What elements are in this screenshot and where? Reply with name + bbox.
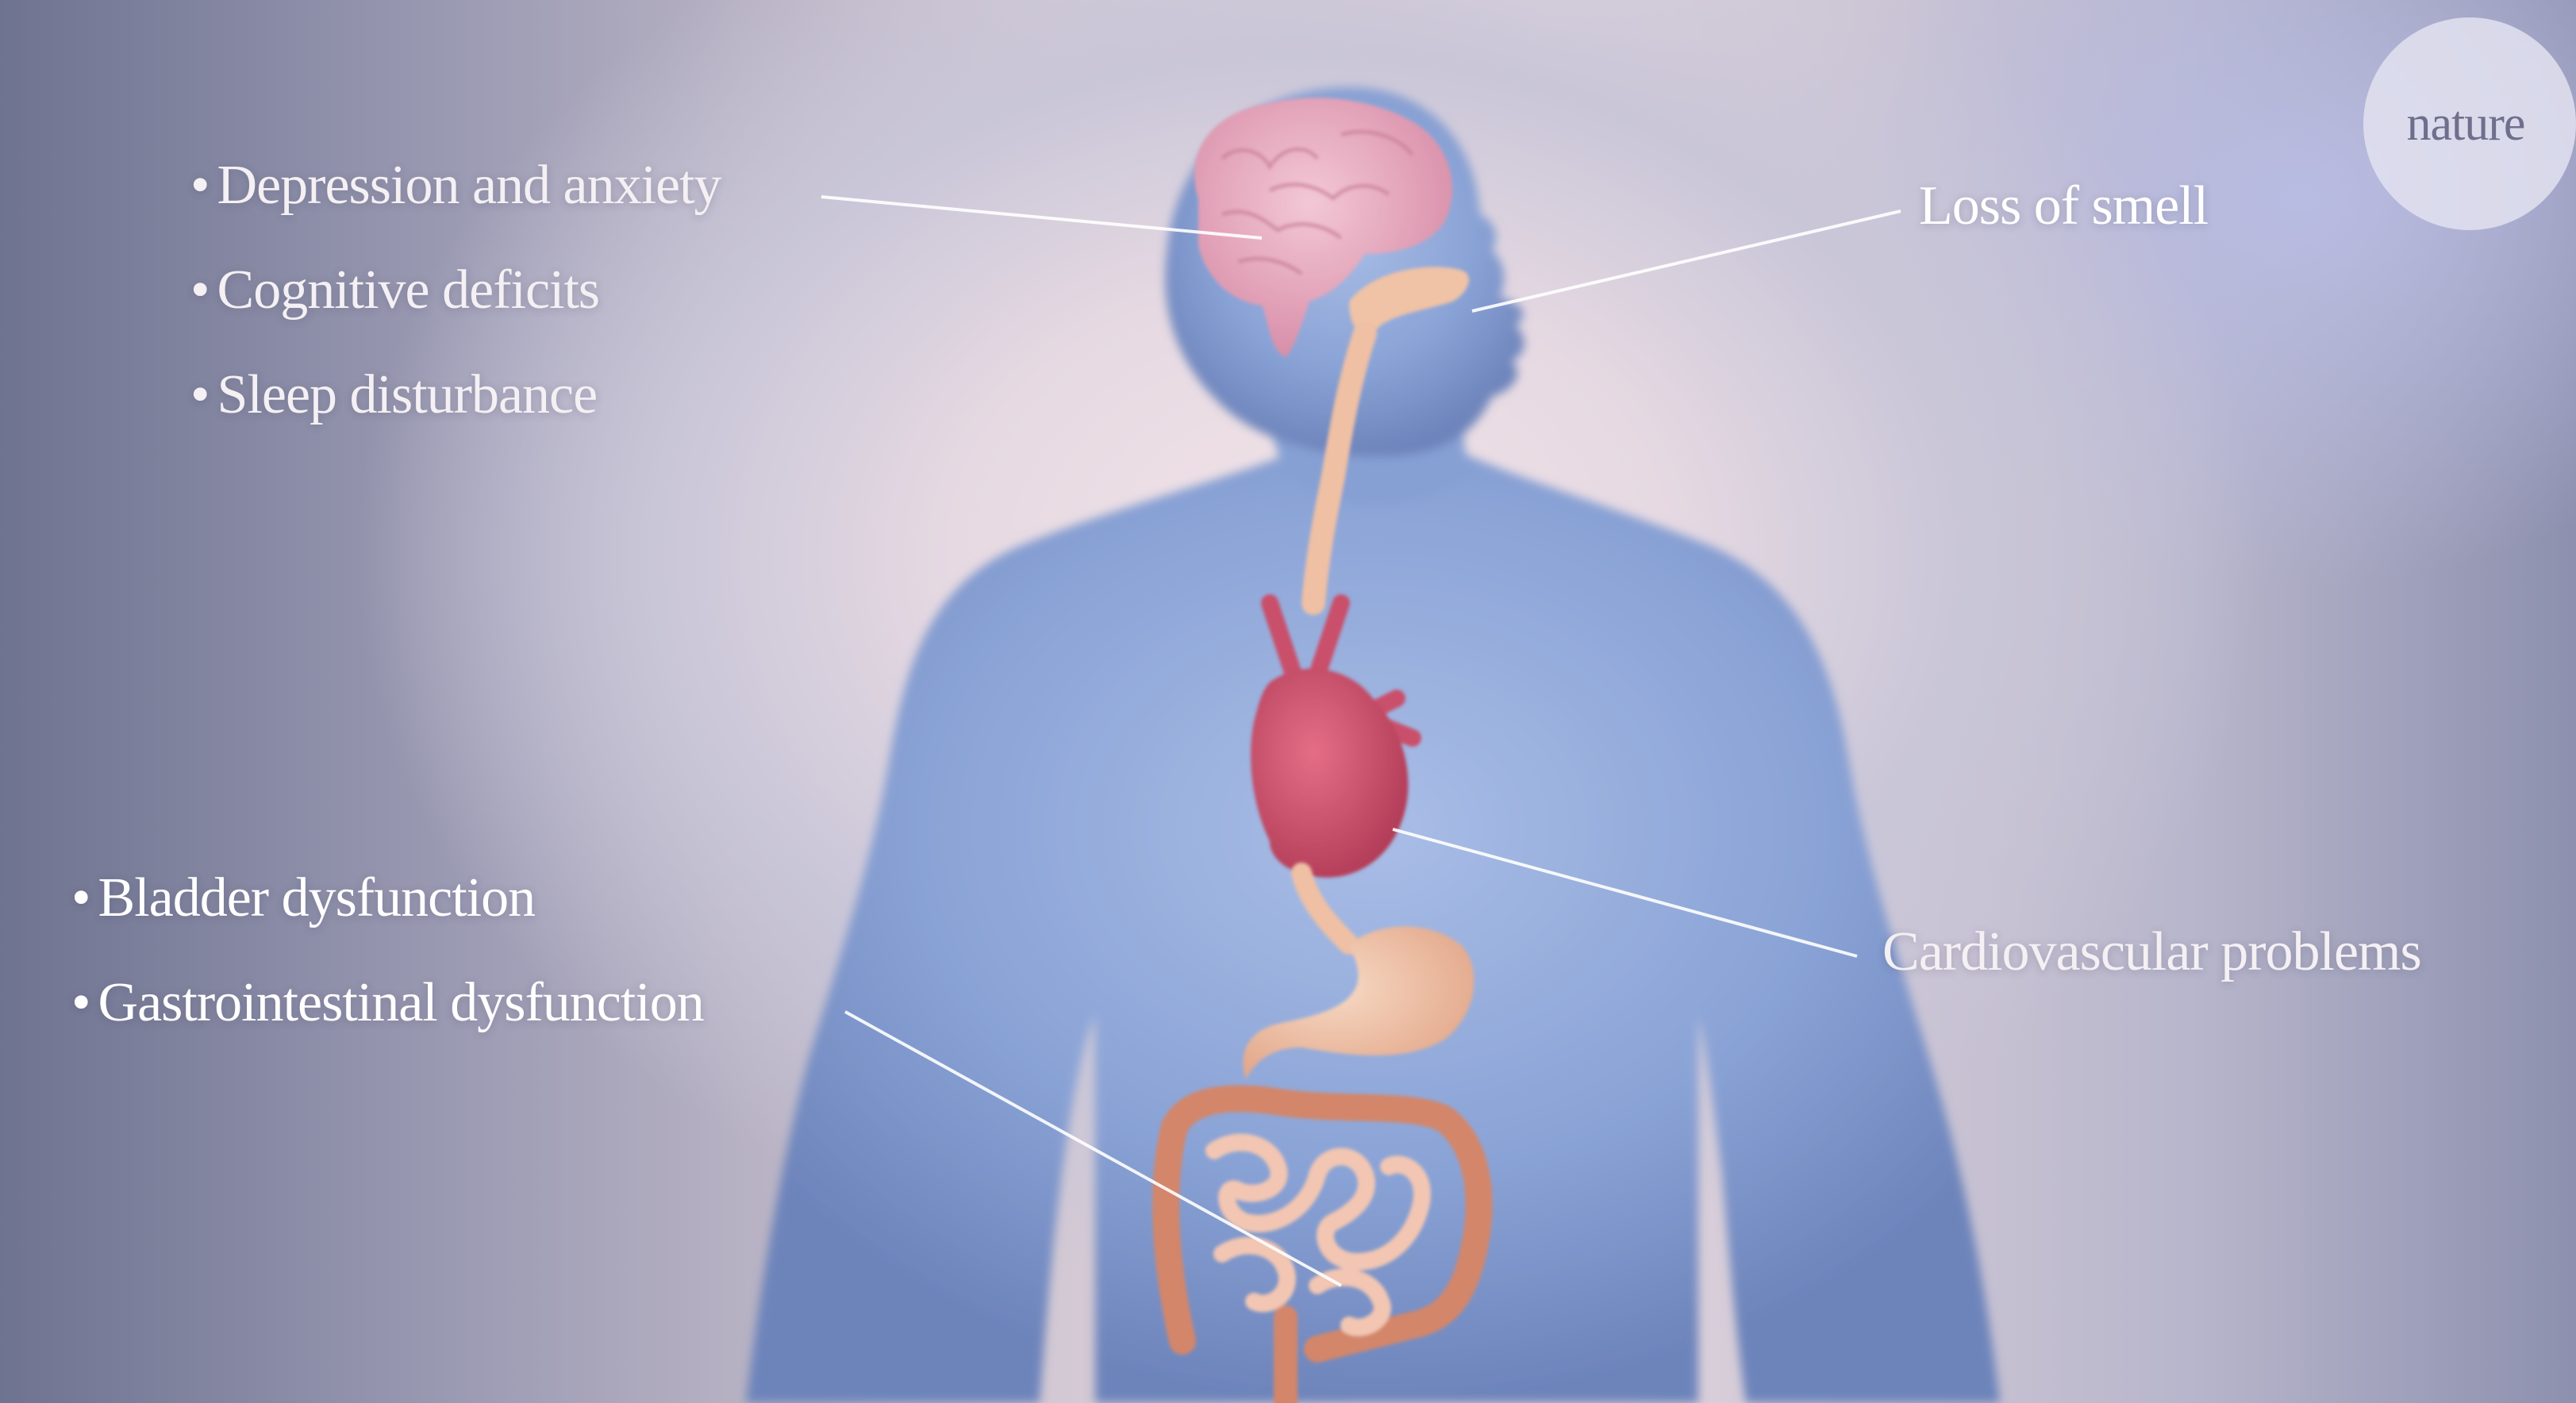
symptom-cardiovascular: Cardiovascular problems	[1882, 921, 2422, 984]
symptom-loss-of-smell: Loss of smell	[1919, 175, 2209, 238]
lower-esophagus	[1291, 863, 1359, 955]
symptom-label: Gastrointestinal dysfunction	[98, 972, 705, 1033]
heart-shape	[1251, 668, 1409, 878]
leader-line-nose	[1471, 209, 1901, 313]
aorta	[1261, 594, 1421, 747]
nature-logo: nature	[2363, 17, 2576, 230]
torso-shape	[746, 444, 2000, 1403]
heart	[1251, 594, 1421, 878]
stomach	[1243, 863, 1474, 1079]
bullet-icon: •	[190, 155, 210, 216]
symptom-label: Sleep disturbance	[217, 364, 598, 425]
intestines	[1152, 1085, 1493, 1403]
symptom-label: Loss of smell	[1919, 175, 2209, 236]
symptom-label: Cognitive deficits	[217, 259, 601, 321]
symptom-cognitive-deficits: •Cognitive deficits	[190, 259, 601, 322]
brain	[1194, 98, 1452, 357]
symptom-label: Depression and anxiety	[217, 155, 722, 216]
stomach-shape	[1243, 926, 1474, 1079]
large-intestine	[1152, 1085, 1493, 1363]
bullet-icon: •	[190, 259, 210, 321]
brain-folds	[1221, 129, 1414, 276]
esophagus-tube	[1301, 321, 1377, 615]
symptom-label: Cardiovascular problems	[1882, 921, 2422, 982]
bullet-icon: •	[71, 972, 90, 1033]
leader-line-gut	[844, 1010, 1342, 1287]
logo-text: nature	[2406, 96, 2526, 151]
symptom-gastrointestinal-dysfunction: •Gastrointestinal dysfunction	[71, 971, 705, 1035]
bullet-icon: •	[71, 867, 90, 928]
bullet-icon: •	[190, 364, 210, 425]
small-intestine	[1205, 1133, 1431, 1336]
leader-line-heart	[1392, 828, 1858, 958]
esophagus	[1301, 267, 1469, 615]
symptom-label: Bladder dysfunction	[98, 867, 536, 928]
symptom-depression-anxiety: •Depression and anxiety	[190, 154, 722, 217]
symptom-bladder-dysfunction: •Bladder dysfunction	[71, 867, 536, 930]
symptom-sleep-disturbance: •Sleep disturbance	[190, 363, 598, 427]
leader-line-brain	[821, 195, 1263, 240]
leader-lines	[821, 195, 1901, 1287]
nasal-passage	[1349, 267, 1469, 333]
